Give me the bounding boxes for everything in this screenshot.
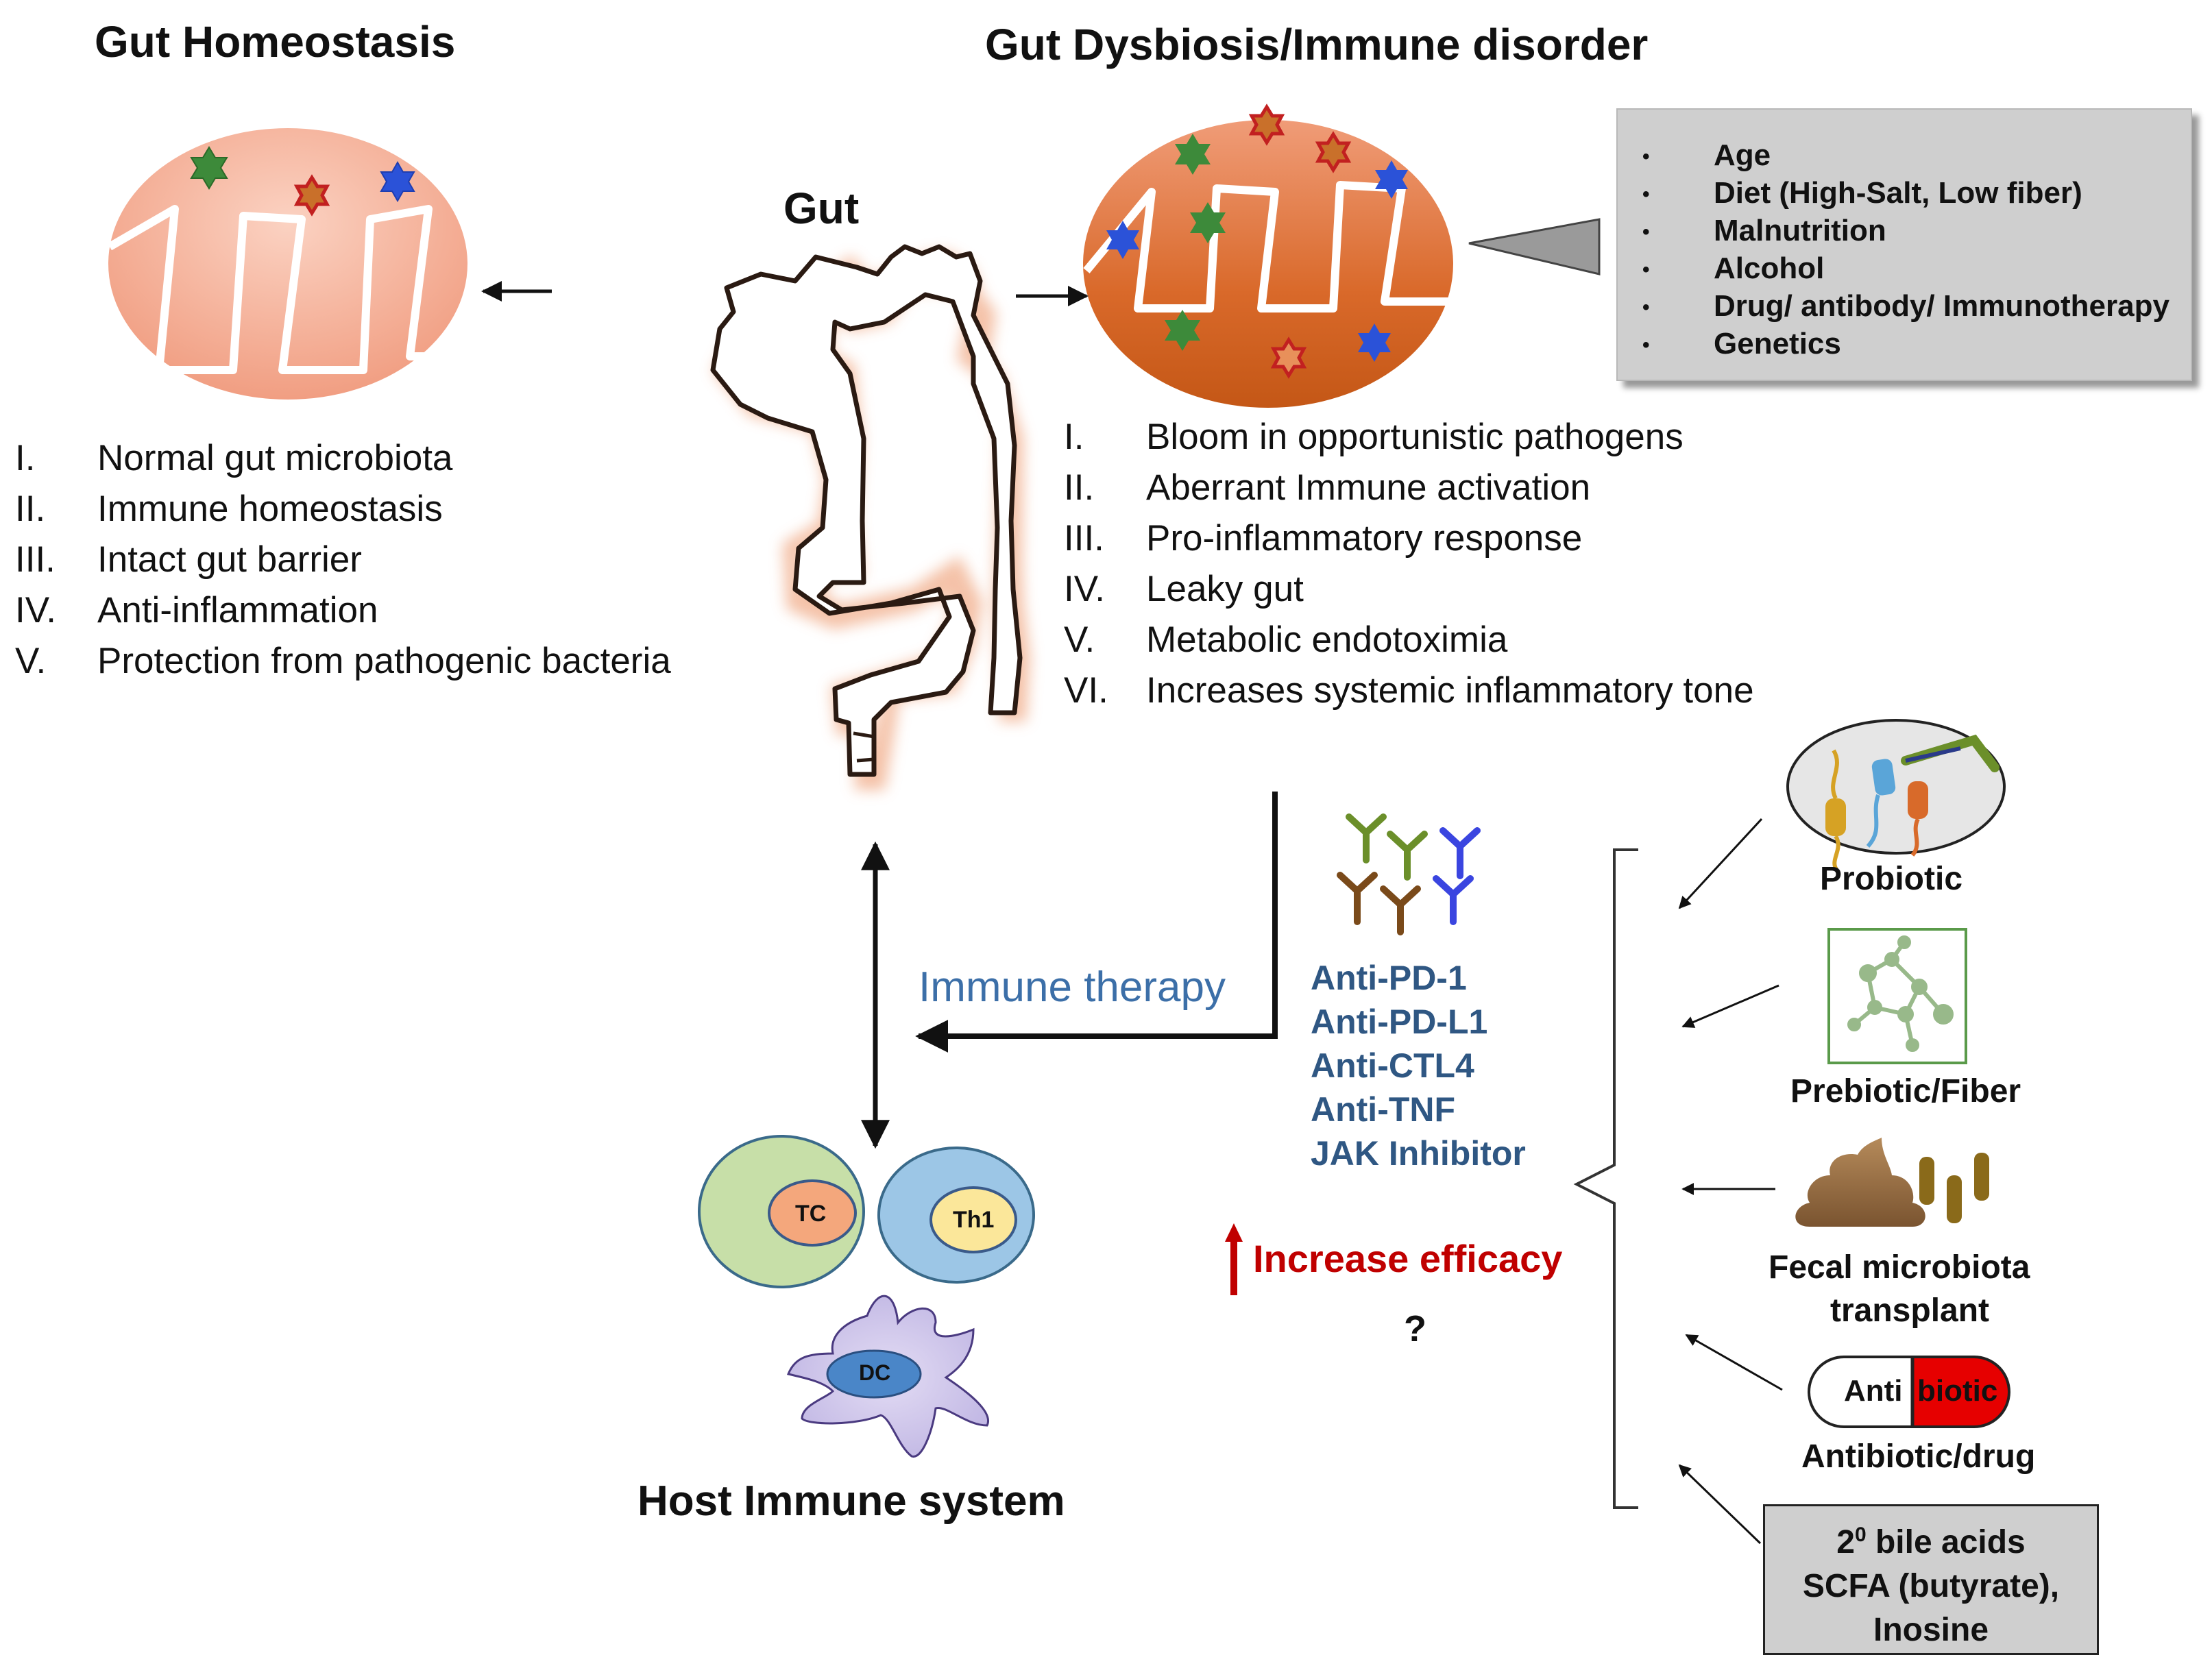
- prebiotic-label: Prebiotic/Fiber: [1790, 1073, 2021, 1110]
- immune-cells-illustration: [698, 1135, 1035, 1458]
- colon-illustration: [710, 244, 1031, 790]
- green-microbe-icon: [1175, 134, 1211, 175]
- pill-right-text: biotic: [1917, 1374, 1998, 1408]
- list-item: V.Metabolic endotoximia: [1064, 620, 1508, 660]
- blue-microbe-icon: [380, 160, 415, 203]
- agent-item: JAK Inhibitor: [1311, 1134, 1526, 1173]
- metabolites-line2: SCFA (butyrate),: [1802, 1568, 2060, 1604]
- gut-label: Gut: [783, 184, 860, 233]
- homeostasis-list: I.Normal gut microbiota II.Immune homeos…: [15, 433, 671, 687]
- host-immune-system-label: Host Immune system: [637, 1478, 1065, 1525]
- antibodies-icon: [1337, 813, 1481, 935]
- dysbiosis-list: I.Bloom in opportunistic pathogens II.Ab…: [1064, 412, 1754, 716]
- probiotic-arrow: [1678, 818, 1763, 909]
- agent-item: Anti-PD-1: [1311, 959, 1467, 997]
- modulators-bracket: [1573, 848, 1638, 1509]
- microbe-stars-dysbiosis: [1106, 103, 1408, 379]
- fecal-icon: [1795, 1138, 1989, 1227]
- antibiotic-pill-icon: [1808, 1356, 2010, 1428]
- dysbiosis-villi-illustration: [1083, 120, 1453, 408]
- homeostasis-villi-illustration: [107, 128, 467, 400]
- red-microbe-icon: [1315, 131, 1352, 173]
- microbe-stars-homeostasis: [190, 146, 415, 217]
- blue-microbe-icon: [1106, 221, 1139, 259]
- red-microbe-icon: [1248, 103, 1285, 146]
- dc-label: DC: [859, 1360, 891, 1385]
- increase-efficacy-label: Increase efficacy: [1253, 1237, 1563, 1280]
- list-item: II.Immune homeostasis: [15, 489, 443, 529]
- list-item: V.Protection from pathogenic bacteria: [15, 641, 671, 681]
- list-item: IV.Leaky gut: [1064, 569, 1304, 609]
- blue-microbe-icon: [1358, 323, 1391, 362]
- agent-item: Anti-PD-L1: [1311, 1003, 1488, 1041]
- red-microbe-icon: [1270, 336, 1307, 379]
- list-item: II.Aberrant Immune activation: [1064, 467, 1591, 508]
- immune-therapy-arrow: [915, 792, 1278, 1053]
- dysbiosis-title: Gut Dysbiosis/Immune disorder: [985, 20, 1649, 69]
- list-item: VI.Increases systemic inflammatory tone: [1064, 670, 1754, 711]
- probiotic-label: Probiotic: [1820, 861, 1963, 897]
- metabolites-arrow: [1678, 1464, 1762, 1545]
- factors-pointer-triangle: [1468, 218, 1601, 275]
- immune-therapy-label: Immune therapy: [919, 964, 1226, 1011]
- list-item: III.Intact gut barrier: [15, 539, 362, 580]
- antibiotic-label: Antibiotic/drug: [1801, 1438, 2036, 1475]
- antibiotic-arrow: [1685, 1334, 1783, 1391]
- risk-factors-box: •Age •Diet (High-Salt, Low fiber) •Malnu…: [1616, 108, 2192, 381]
- fecal-label-line2: transplant: [1830, 1292, 1990, 1329]
- list-item: IV.Anti-inflammation: [15, 590, 378, 630]
- agent-item: Anti-CTL4: [1311, 1046, 1474, 1085]
- green-microbe-icon: [190, 146, 228, 190]
- blue-microbe-icon: [1375, 160, 1408, 199]
- prebiotic-arrow: [1681, 984, 1779, 1028]
- agent-item: Anti-TNF: [1311, 1090, 1456, 1129]
- metabolites-line1: 20 bile acids: [1836, 1523, 2026, 1560]
- list-item: I.Normal gut microbiota: [15, 438, 453, 478]
- green-microbe-icon: [1190, 202, 1226, 243]
- pill-left-text: Anti: [1844, 1374, 1903, 1408]
- fecal-label-line1: Fecal microbiota: [1769, 1249, 2030, 1286]
- metabolites-line3: Inosine: [1873, 1612, 1989, 1648]
- green-microbe-icon: [1165, 310, 1200, 351]
- list-item: III.Pro-inflammatory response: [1064, 518, 1583, 559]
- th1-label: Th1: [953, 1207, 995, 1233]
- prebiotic-fiber-icon: [1827, 928, 1967, 1064]
- homeostasis-title: Gut Homeostasis: [95, 17, 456, 66]
- red-microbe-icon: [293, 174, 330, 217]
- question-mark: ?: [1404, 1308, 1426, 1349]
- list-item: I.Bloom in opportunistic pathogens: [1064, 417, 1684, 457]
- tc-label: TC: [795, 1201, 827, 1227]
- probiotic-bacteria-icon: [1786, 719, 2006, 872]
- metabolites-box: 20 bile acids SCFA (butyrate), Inosine: [1763, 1504, 2099, 1655]
- increase-arrow-icon: [1225, 1223, 1243, 1295]
